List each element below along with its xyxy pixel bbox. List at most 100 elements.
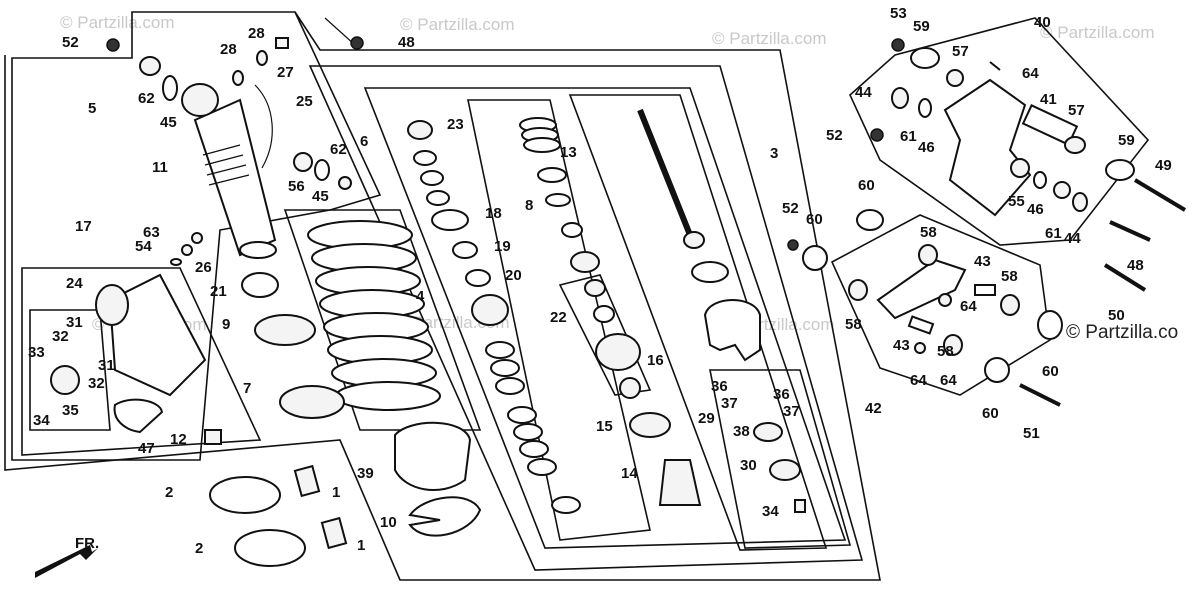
frame-29 (709, 369, 852, 549)
bearing-57b (1064, 136, 1086, 154)
clip-1a (293, 464, 321, 498)
frame-6 (308, 65, 864, 571)
callout-61: 61 (1045, 225, 1062, 242)
callout-9: 9 (222, 316, 230, 333)
rod-42 (876, 258, 967, 320)
watermark: © Partzilla.com (400, 15, 515, 34)
callout-24: 24 (66, 275, 83, 292)
callout-8: 8 (525, 197, 533, 214)
callout-15: 15 (596, 418, 613, 435)
callout-35: 35 (62, 402, 79, 419)
part-54 (181, 244, 193, 256)
bearing-55 (1010, 158, 1030, 178)
callout-56: 56 (288, 178, 305, 195)
callout-42: 42 (865, 400, 882, 417)
part-62b (338, 176, 352, 190)
shock-body-11 (193, 98, 277, 257)
nut-53 (891, 38, 905, 52)
watermark: © Partzilla.com (712, 29, 827, 48)
bolt-51 (1019, 383, 1061, 407)
arrow-icon (35, 545, 98, 578)
bolt-48-head (350, 36, 364, 50)
clamp-2a (209, 476, 281, 514)
shaft-column (637, 108, 806, 513)
callout-46: 46 (918, 139, 935, 156)
collar-60b (802, 245, 828, 271)
callout-64: 64 (1022, 65, 1039, 82)
ring-8a (537, 167, 567, 183)
part-64b (938, 293, 952, 307)
bolt-48 (324, 17, 356, 46)
callout-48: 48 (1127, 257, 1144, 274)
small-parts-left (106, 17, 364, 298)
callout-30: 30 (740, 457, 757, 474)
collar-60d (984, 357, 1010, 383)
callout-3: 3 (770, 145, 778, 162)
callout-44: 44 (1064, 230, 1081, 247)
callout-60: 60 (806, 211, 823, 228)
callout-36: 36 (773, 386, 790, 403)
nut-52 (106, 38, 120, 52)
nut-7 (279, 385, 345, 419)
shaft-eye (703, 299, 761, 362)
linkage-parts (787, 38, 1187, 407)
callout-28: 28 (248, 25, 265, 42)
callout-51: 51 (1023, 425, 1040, 442)
callout-59: 59 (913, 18, 930, 35)
callout-61: 61 (900, 128, 917, 145)
part-26 (170, 258, 182, 266)
callout-34: 34 (33, 412, 50, 429)
callout-38: 38 (733, 423, 750, 440)
part-16 (595, 333, 641, 371)
callout-37: 37 (783, 403, 800, 420)
bolt-50 (1103, 263, 1147, 292)
callout-49: 49 (1155, 157, 1172, 174)
part-15 (629, 412, 671, 438)
callout-60: 60 (858, 177, 875, 194)
callout-16: 16 (647, 352, 664, 369)
callout-45: 45 (160, 114, 177, 131)
bolt-48b (1109, 220, 1151, 242)
watermark: © Partzilla.com (60, 13, 175, 32)
frame-24 (29, 309, 111, 431)
washer-28b (256, 50, 268, 66)
bearing-44 (891, 87, 909, 109)
callout-32: 32 (88, 375, 105, 392)
callout-55: 55 (1008, 193, 1025, 210)
seal-61 (918, 98, 932, 118)
shaft-nut (683, 231, 705, 249)
watermark: © Partzilla.com (1040, 23, 1155, 42)
bearing-57 (946, 69, 964, 87)
callout-50: 50 (1108, 307, 1125, 324)
callout-60: 60 (982, 405, 999, 422)
callout-41: 41 (1040, 91, 1057, 108)
part-56 (293, 152, 313, 172)
reservoir-24 (108, 273, 207, 397)
ring-8b (545, 193, 571, 207)
direction-label: FR. (75, 535, 99, 552)
callout-33: 33 (28, 344, 45, 361)
callout-53: 53 (890, 5, 907, 22)
part-12 (204, 429, 222, 445)
callout-26: 26 (195, 259, 212, 276)
frame-17 (21, 267, 262, 456)
callout-2: 2 (165, 484, 173, 501)
callout-52: 52 (826, 127, 843, 144)
callout-63: 63 (143, 224, 160, 241)
bearing-58d (943, 334, 963, 356)
callout-58: 58 (937, 343, 954, 360)
part-64 (989, 61, 1001, 71)
callout-48: 48 (398, 34, 415, 51)
part-62 (139, 56, 161, 76)
callout-4: 4 (416, 288, 425, 305)
nut-23 (407, 120, 433, 140)
callout-58: 58 (920, 224, 937, 241)
hose-25 (254, 84, 273, 169)
callout-23: 23 (447, 116, 464, 133)
callout-18: 18 (485, 205, 502, 222)
bumper-14 (658, 459, 702, 506)
nut-52c (787, 239, 799, 251)
frame-3 (4, 11, 881, 581)
callout-62: 62 (138, 90, 155, 107)
